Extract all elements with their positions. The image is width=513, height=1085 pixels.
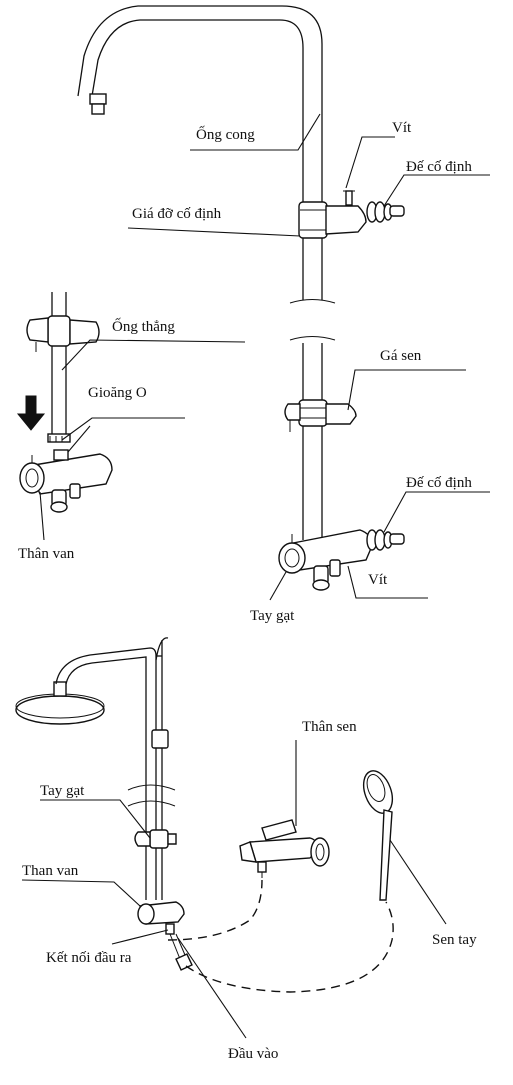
label-gia-do-co-dinh: Giá đỡ cố định [132,206,222,222]
screw-top [343,190,355,206]
label-vit-bottom: Vít [368,572,388,588]
hand-shower [362,770,394,901]
label-than-van-low: Than van [22,863,79,879]
wall-mount-bottom [366,529,405,551]
down-arrow-icon [16,395,46,431]
o-ring [47,433,71,443]
fixed-bracket [298,201,367,239]
label-vit-top: Vít [392,120,412,136]
hose-to-faucet [167,879,263,941]
label-than-sen: Thân sen [302,719,357,735]
left-inset [16,292,246,541]
label-tay-gat-low: Tay gạt [40,783,85,799]
label-gioang-o: Gioăng O [88,385,147,401]
wall-mount-top [366,201,405,223]
head-nut [89,93,107,105]
label-dau-vao: Đầu vào [228,1046,278,1062]
label-ga-sen: Gá sen [380,348,422,364]
shower-holder [284,399,357,432]
label-sen-tay: Sen tay [432,932,477,948]
hose-to-hand-shower [185,901,394,993]
bottom-assembly [15,637,447,1039]
valve-body-right [278,529,373,591]
label-than-van: Thân van [18,546,75,562]
label-ket-noi-dau-ra: Kết nối đầu ra [46,950,132,966]
wall-faucet [239,819,330,878]
label-ong-thang: Ống thẳng [112,317,175,335]
label-tay-gat-mid: Tay gạt [250,608,295,624]
rain-shower-head [15,681,105,725]
top-shower-column [77,5,490,601]
label-ong-cong: Ống cong [196,125,255,143]
label-de-co-dinh-bottom: Đế cố định [406,475,472,491]
label-de-co-dinh-top: Đế cố định [406,159,472,175]
